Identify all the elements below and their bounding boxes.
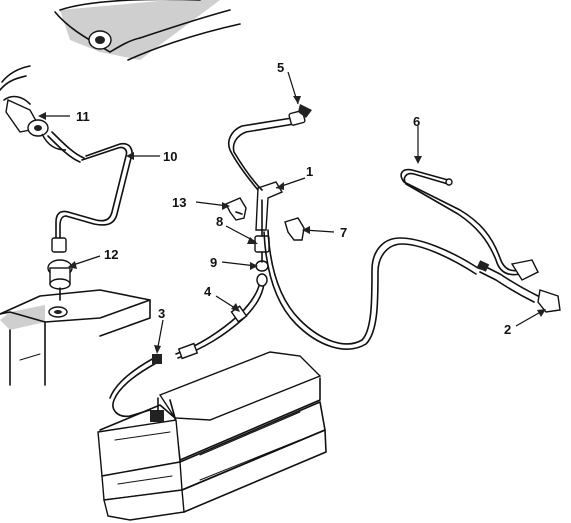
upper-frame-structure (54, 0, 241, 61)
connector-9 (255, 260, 269, 287)
washer-reservoir (97, 351, 327, 521)
nozzle-2 (476, 260, 561, 313)
callout-1: 1 (306, 164, 313, 179)
callout-labels: 1 2 3 4 5 6 7 8 9 10 11 12 13 (76, 60, 511, 337)
callout-3: 3 (158, 306, 165, 321)
callout-13: 13 (172, 195, 186, 210)
fitting-11 (0, 65, 49, 137)
callout-6: 6 (413, 114, 420, 129)
hose-4 (175, 281, 265, 360)
hose-6 (400, 168, 539, 281)
tube-line-10 (41, 131, 133, 241)
left-tank (0, 289, 151, 386)
check-valve-12 (47, 237, 73, 301)
connector-5 (288, 104, 312, 126)
pump-hose-3 (109, 354, 162, 418)
callout-5: 5 (277, 60, 284, 75)
callout-11: 11 (76, 109, 90, 124)
callout-12: 12 (104, 247, 118, 262)
callout-4: 4 (204, 284, 212, 299)
callout-7: 7 (340, 225, 347, 240)
clip-13 (225, 197, 247, 221)
callout-2: 2 (504, 322, 511, 337)
callout-leaders (38, 71, 546, 354)
callout-10: 10 (163, 149, 177, 164)
callout-8: 8 (216, 214, 223, 229)
callout-9: 9 (210, 255, 217, 270)
junction-1 (227, 117, 486, 350)
clip-7 (284, 217, 305, 241)
